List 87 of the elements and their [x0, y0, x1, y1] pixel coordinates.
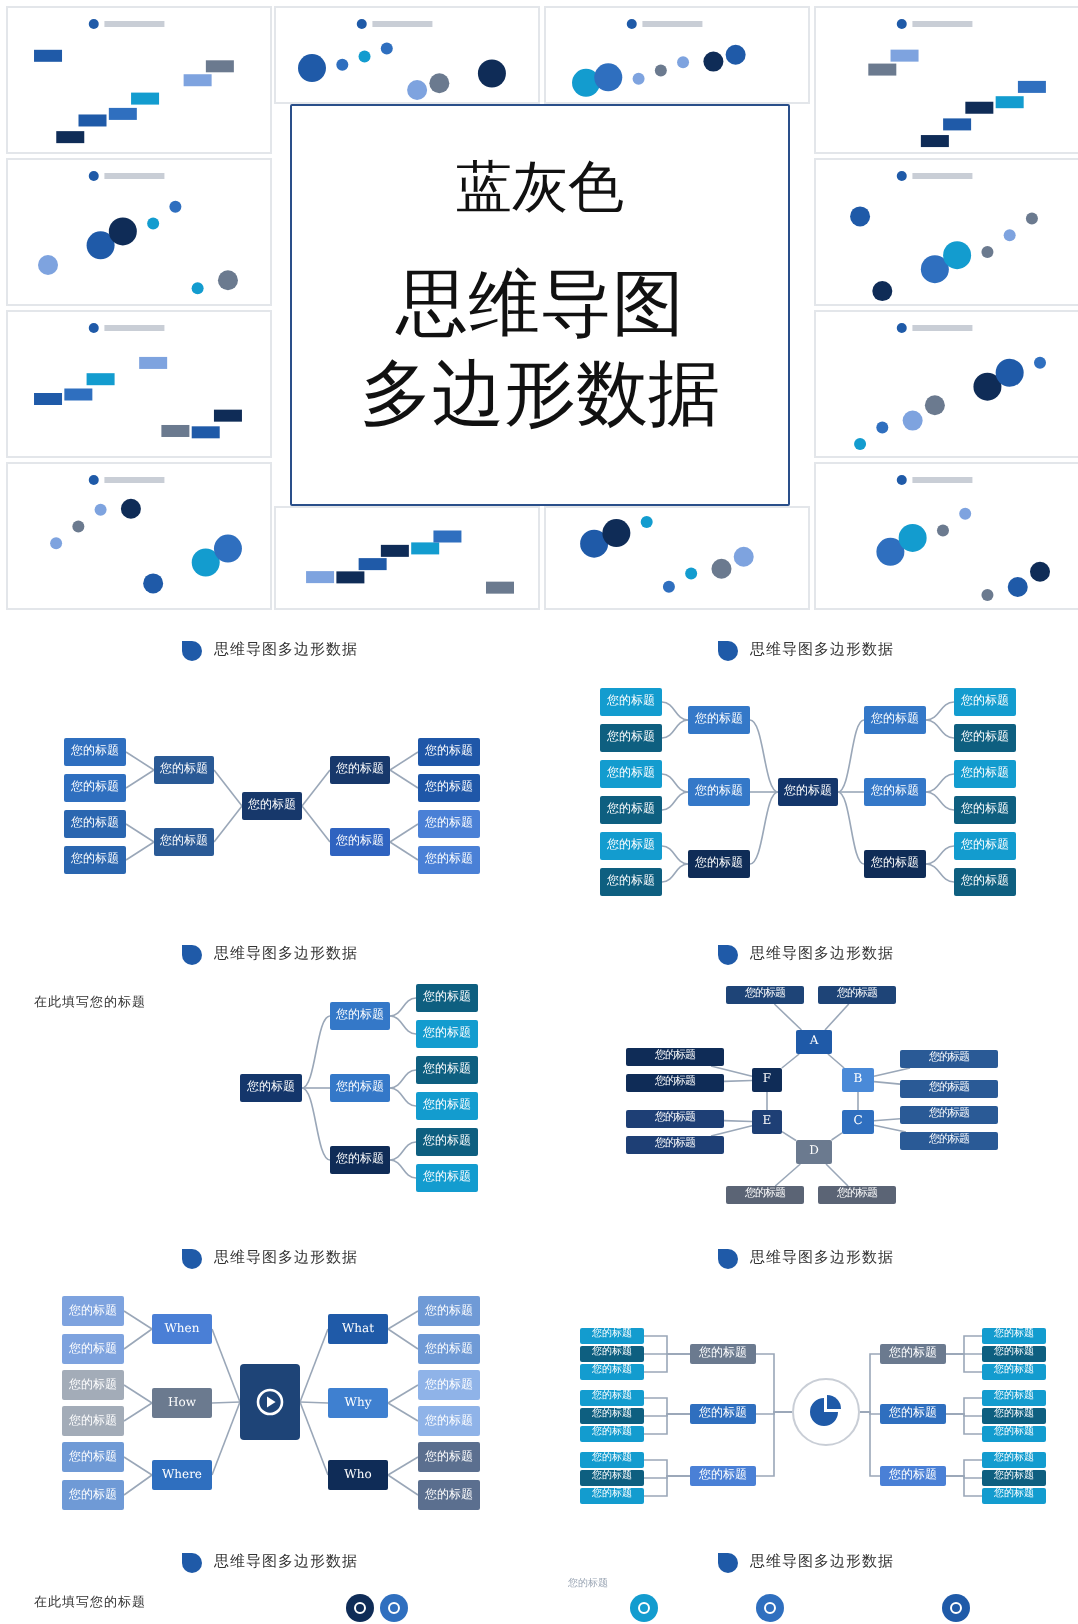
connector-line — [123, 1310, 153, 1330]
connector-line — [389, 769, 419, 789]
connector-line — [710, 1065, 753, 1078]
connector-line — [389, 823, 419, 843]
connector-line — [925, 845, 955, 865]
connector-line — [945, 1475, 983, 1497]
connector-line — [925, 719, 955, 739]
connector-line — [723, 1079, 753, 1083]
connector-line — [301, 805, 331, 843]
connector-line — [123, 1402, 153, 1422]
connector-line — [389, 1159, 417, 1179]
connector-line — [211, 1401, 241, 1476]
connector-line — [827, 1053, 845, 1069]
connector-line — [925, 701, 955, 721]
title-text: 蓝灰色 — [454, 154, 626, 222]
center-box — [240, 1364, 300, 1440]
connector-line — [710, 1124, 753, 1137]
connector-line — [213, 805, 243, 843]
connector-line — [925, 863, 955, 883]
connector-line — [301, 1087, 331, 1089]
connector-line — [125, 841, 155, 861]
connector-line — [825, 1163, 849, 1187]
connector-line — [837, 719, 865, 793]
connector-line — [661, 773, 689, 793]
connector-line — [925, 773, 955, 793]
connector-line — [773, 1003, 803, 1031]
connector-line — [873, 1067, 911, 1078]
connector-line — [389, 1087, 417, 1107]
connector-line — [837, 791, 865, 865]
connector-line — [661, 701, 689, 721]
connector-line — [125, 751, 155, 771]
connector-line — [123, 1328, 153, 1350]
connector-line — [873, 1080, 901, 1085]
connector-line — [661, 719, 689, 739]
connector-line — [299, 1328, 329, 1403]
connector-line — [387, 1384, 419, 1404]
connector-line — [301, 1015, 331, 1089]
connector-line — [299, 1401, 329, 1476]
connector-line — [125, 823, 155, 843]
connector-line — [830, 1132, 843, 1141]
connector-line — [774, 1163, 802, 1187]
connector-line — [749, 791, 779, 865]
connector-line — [661, 791, 689, 811]
connector-line — [389, 1015, 417, 1035]
connector-line — [123, 1474, 153, 1496]
center-circle — [792, 1378, 860, 1446]
connector-line — [749, 719, 779, 793]
title-text: 多边形数据 — [358, 352, 722, 439]
connector-line — [781, 1130, 797, 1142]
connector-line — [301, 1087, 331, 1161]
connector-line — [213, 769, 243, 807]
connector-line — [766, 1091, 768, 1111]
connector-line — [387, 1456, 419, 1476]
connector-line — [824, 1003, 850, 1031]
connector-line — [387, 1310, 419, 1330]
connector-line — [123, 1384, 153, 1404]
connector-line — [301, 769, 331, 807]
connector-line — [389, 997, 417, 1017]
title-card — [290, 104, 790, 506]
connector-line — [749, 791, 779, 793]
connector-line — [211, 1328, 241, 1403]
connector-line — [945, 1413, 983, 1435]
connector-line — [387, 1474, 419, 1496]
connector-line — [723, 1119, 753, 1123]
connector-line — [387, 1328, 419, 1350]
connector-line — [661, 863, 689, 883]
connector-line — [925, 791, 955, 811]
connector-line — [859, 1411, 881, 1477]
connector-line — [781, 1053, 800, 1069]
connector-line — [299, 1401, 329, 1404]
connector-line — [389, 1069, 417, 1089]
connector-line — [211, 1401, 241, 1404]
title-text: 思维导图 — [393, 262, 686, 349]
connector-line — [837, 791, 865, 793]
connector-line — [945, 1353, 983, 1373]
connector-line — [123, 1456, 153, 1476]
connector-line — [389, 1141, 417, 1161]
connector-line — [857, 1091, 859, 1111]
connector-line — [873, 1117, 901, 1122]
connector-line — [125, 769, 155, 789]
connector-line — [661, 845, 689, 865]
connector-line — [873, 1124, 907, 1133]
connector-line — [755, 1411, 793, 1477]
connector-line — [389, 751, 419, 771]
connector-line — [387, 1402, 419, 1422]
connector-line — [389, 841, 419, 861]
connector-line — [643, 1353, 691, 1373]
